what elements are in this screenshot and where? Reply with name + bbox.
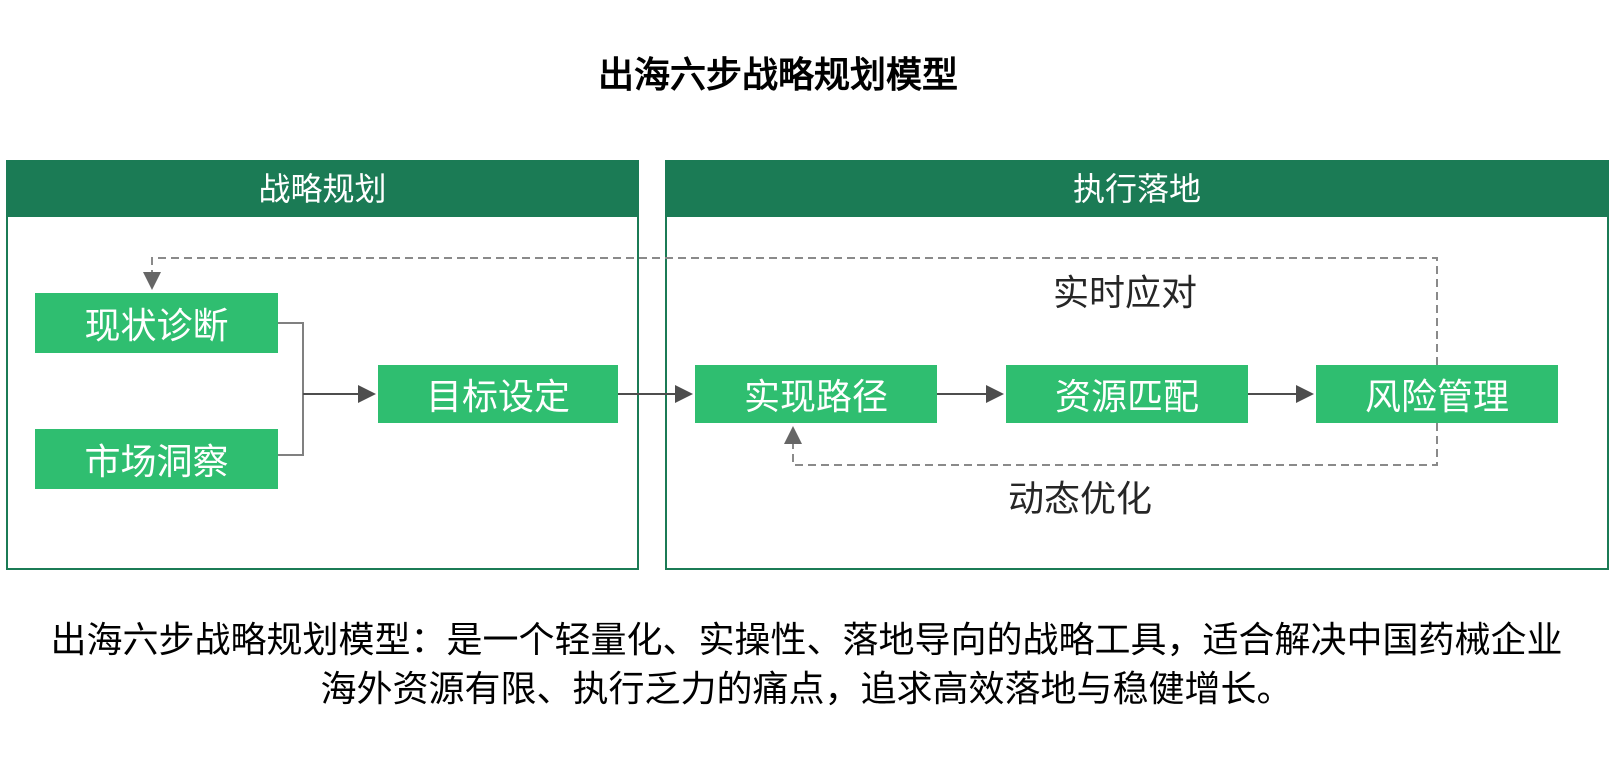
page-title: 出海六步战略规划模型	[597, 54, 958, 96]
node-risk-management: 风险管理	[1316, 365, 1558, 423]
node-implementation-path: 实现路径	[695, 365, 937, 423]
model-description-line1: 出海六步战略规划模型：是一个轻量化、实操性、落地导向的战略工具，适合解决中国药械…	[50, 620, 1563, 661]
node-current-status: 现状诊断	[35, 293, 278, 353]
node-goal-setting: 目标设定	[378, 365, 618, 423]
label-dynamic-optimization: 动态优化	[1008, 478, 1153, 519]
model-description: 出海六步战略规划模型：是一个轻量化、实操性、落地导向的战略工具，适合解决中国药械…	[0, 616, 1613, 714]
node-resource-matching: 资源匹配	[1006, 365, 1248, 423]
label-realtime-response: 实时应对	[1053, 272, 1198, 313]
model-description-line2: 海外资源有限、执行乏力的痛点，追求高效落地与稳健增长。	[320, 669, 1293, 710]
section-execution-header: 执行落地	[667, 162, 1607, 217]
node-market-insight: 市场洞察	[35, 429, 278, 489]
section-strategy-header: 战略规划	[8, 162, 637, 217]
